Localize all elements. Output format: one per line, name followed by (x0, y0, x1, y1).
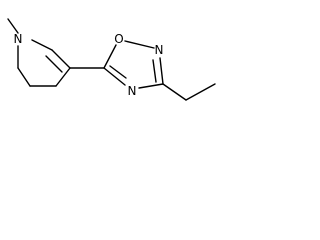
ethyl-bond-2 (185, 83, 216, 101)
chemical-structure-diagram: N O N N (7, 18, 216, 101)
bond-n2-c3-double-inner (152, 59, 157, 83)
bond-o-n2 (124, 40, 155, 49)
bond-n4-c5-double-inner (109, 65, 127, 79)
bond-c-c-double (51, 49, 71, 69)
tetrahydropyridine-ring (7, 18, 71, 87)
methyl-bond (7, 18, 19, 34)
bond-n4-c5-double (103, 67, 126, 86)
oxadiazole-ring (103, 40, 164, 89)
ethyl-bond-1 (162, 83, 187, 101)
oxadiazole-oxygen-label: O (114, 32, 123, 46)
bond-c5-o (103, 44, 117, 69)
oxadiazole-nitrogen-lower-label: N (128, 84, 137, 98)
bond-c3-n4 (138, 83, 164, 89)
bond-n-c-right (31, 39, 53, 51)
bond-c-c-double-inner (45, 55, 63, 73)
bond-n2-c3-double (159, 57, 164, 85)
bond-lower-left (17, 67, 31, 87)
bond-lower-right (55, 67, 71, 87)
piperidine-nitrogen-label: N (14, 32, 23, 46)
oxadiazole-nitrogen-upper-label: N (155, 43, 164, 57)
ethyl-group (162, 83, 216, 101)
